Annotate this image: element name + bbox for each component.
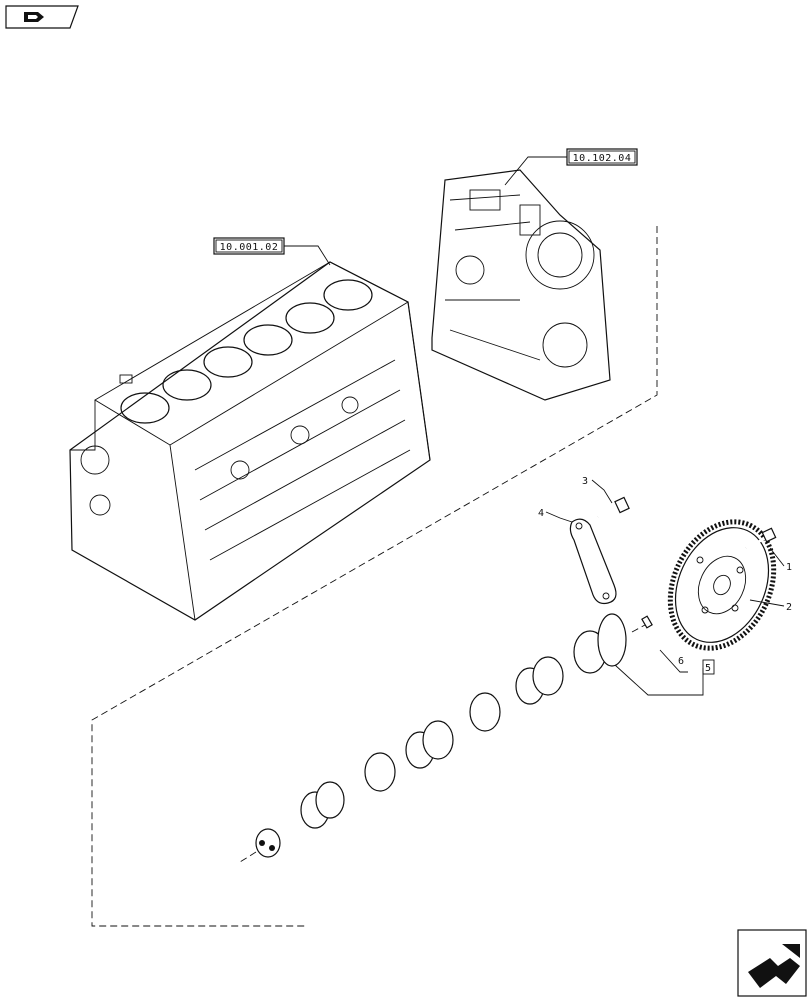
flip-page-icon[interactable] (5, 5, 79, 29)
reference-cover[interactable]: 10.102.04 (504, 148, 638, 186)
callout-6: 6 (678, 656, 684, 667)
thrust-plate (569, 518, 617, 605)
callout-4: 4 (538, 508, 544, 519)
callout-2: 2 (786, 602, 792, 613)
timing-cover (431, 169, 611, 401)
callout-leaders (545, 479, 785, 696)
callout-5-box: 5 (702, 659, 715, 675)
reference-block-label: 10.001.02 (220, 242, 279, 253)
camshaft (239, 613, 627, 863)
gear-bolt (745, 527, 777, 550)
next-page-icon[interactable] (737, 929, 807, 997)
reference-cover-label: 10.102.04 (573, 153, 632, 164)
exploded-region-outline (91, 226, 658, 927)
camshaft-gear (667, 519, 777, 651)
engine-block (69, 261, 431, 621)
plate-bolt (597, 496, 630, 519)
callout-5: 5 (705, 663, 711, 674)
dowel-pin (631, 615, 653, 633)
callout-3: 3 (582, 476, 588, 487)
callout-1: 1 (786, 562, 792, 573)
reference-block[interactable]: 10.001.02 (213, 237, 331, 266)
